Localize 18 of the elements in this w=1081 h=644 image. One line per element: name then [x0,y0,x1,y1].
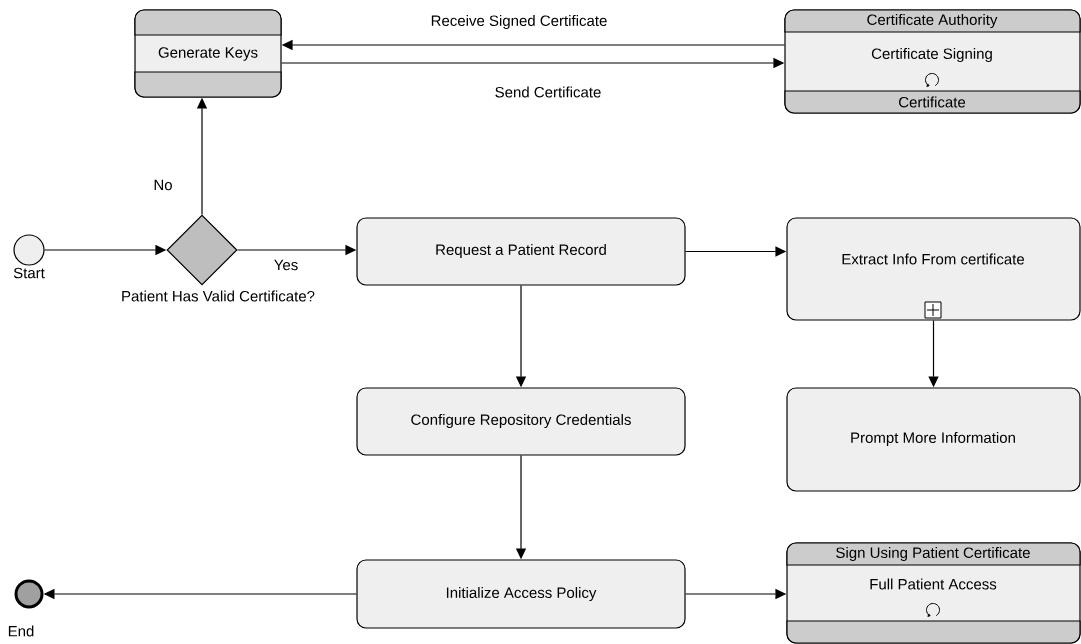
event-label: Patient Has Valid Certificate? [122,290,315,302]
event-label: End [8,625,34,637]
start-event-circle [13,234,45,266]
process-box: Generate Keys [134,9,282,98]
edge-label: No [152,178,174,192]
process-box: Initialize Access Policy [356,559,686,629]
end-event-circle [14,579,44,609]
decision-diamond [166,214,238,286]
process-box: Sign Using Patient Certificate Full Patient Access [786,542,1081,644]
edge-label: Yes [272,258,300,272]
process-box: Certificate Authority Certificate Signing Certificate [784,9,1081,114]
event-label: Start [13,267,45,279]
edge-label: Receive Signed Certificate [429,14,609,30]
process-box: Configure Repository Credentials [356,387,686,456]
process-box: Extract Info From certificate [786,217,1081,321]
process-box: Request a Patient Record [356,217,686,286]
process-box: Prompt More Information [786,387,1081,492]
edge-label: Send Certificate [493,85,603,99]
